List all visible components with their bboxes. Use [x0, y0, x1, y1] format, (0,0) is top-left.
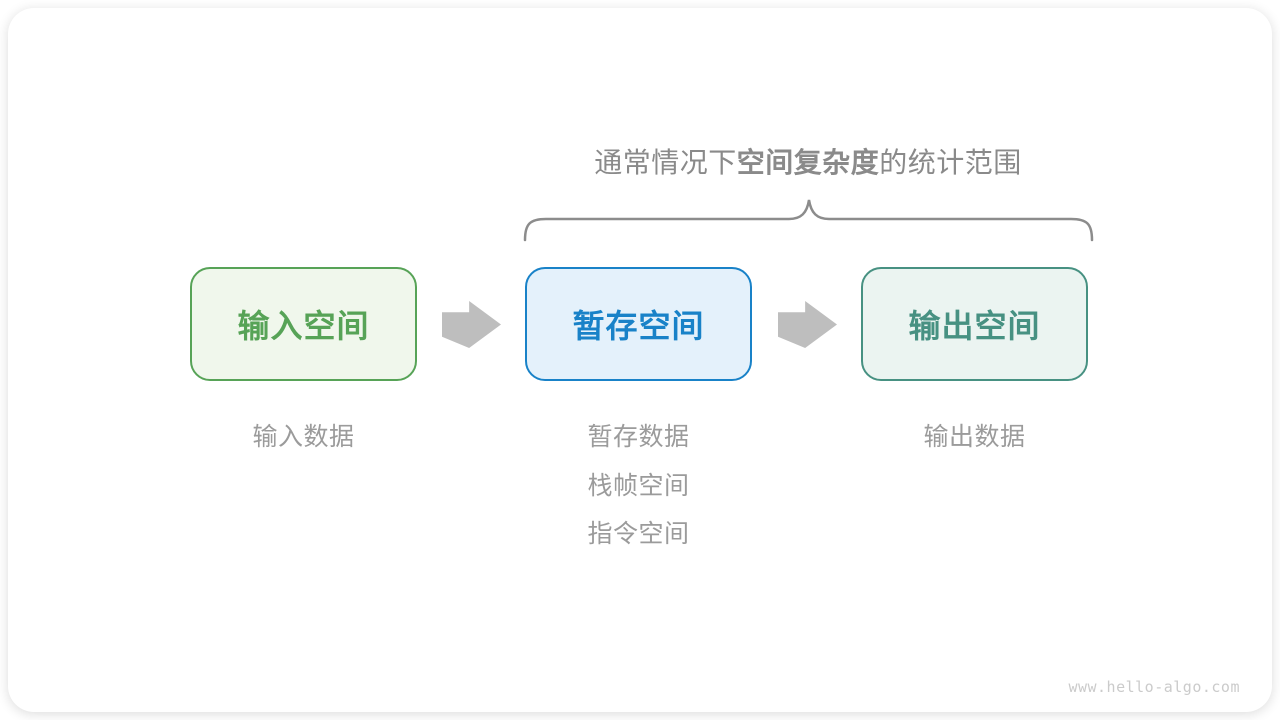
- box-input-space: 输入空间: [190, 267, 417, 381]
- box-output-space-label: 输出空间: [908, 308, 1041, 344]
- title-prefix: 通常情况下: [594, 147, 737, 178]
- watermark: www.hello-algo.com: [1068, 678, 1240, 696]
- diagram-card: 通常情况下空间复杂度的统计范围 输入空间 暂存空间 输出空间 输入数据 暂存数据…: [8, 8, 1272, 712]
- note-output-data: 输出数据: [861, 423, 1088, 474]
- diagram-title: 通常情况下空间复杂度的统计范围: [522, 141, 1094, 181]
- note-line: 栈帧空间: [587, 471, 690, 500]
- box-output-space: 输出空间: [861, 267, 1088, 381]
- title-suffix: 的统计范围: [879, 147, 1022, 178]
- title-bold-term: 空间复杂度: [736, 147, 880, 178]
- note-line: 指令空间: [587, 520, 690, 548]
- arrow-right-icon: [778, 301, 837, 348]
- arrow-right-icon: [442, 301, 501, 348]
- note-temp-data-list: 暂存数据 栈帧空间 指令空间: [525, 423, 752, 571]
- curly-brace-icon: [523, 199, 1094, 242]
- box-temp-space-label: 暂存空间: [572, 308, 705, 344]
- box-temp-space: 暂存空间: [525, 267, 752, 381]
- note-line: 输出数据: [923, 423, 1026, 451]
- note-line: 暂存数据: [587, 423, 690, 451]
- note-input-data: 输入数据: [190, 423, 417, 474]
- box-input-space-label: 输入空间: [237, 308, 370, 344]
- note-line: 输入数据: [252, 423, 355, 451]
